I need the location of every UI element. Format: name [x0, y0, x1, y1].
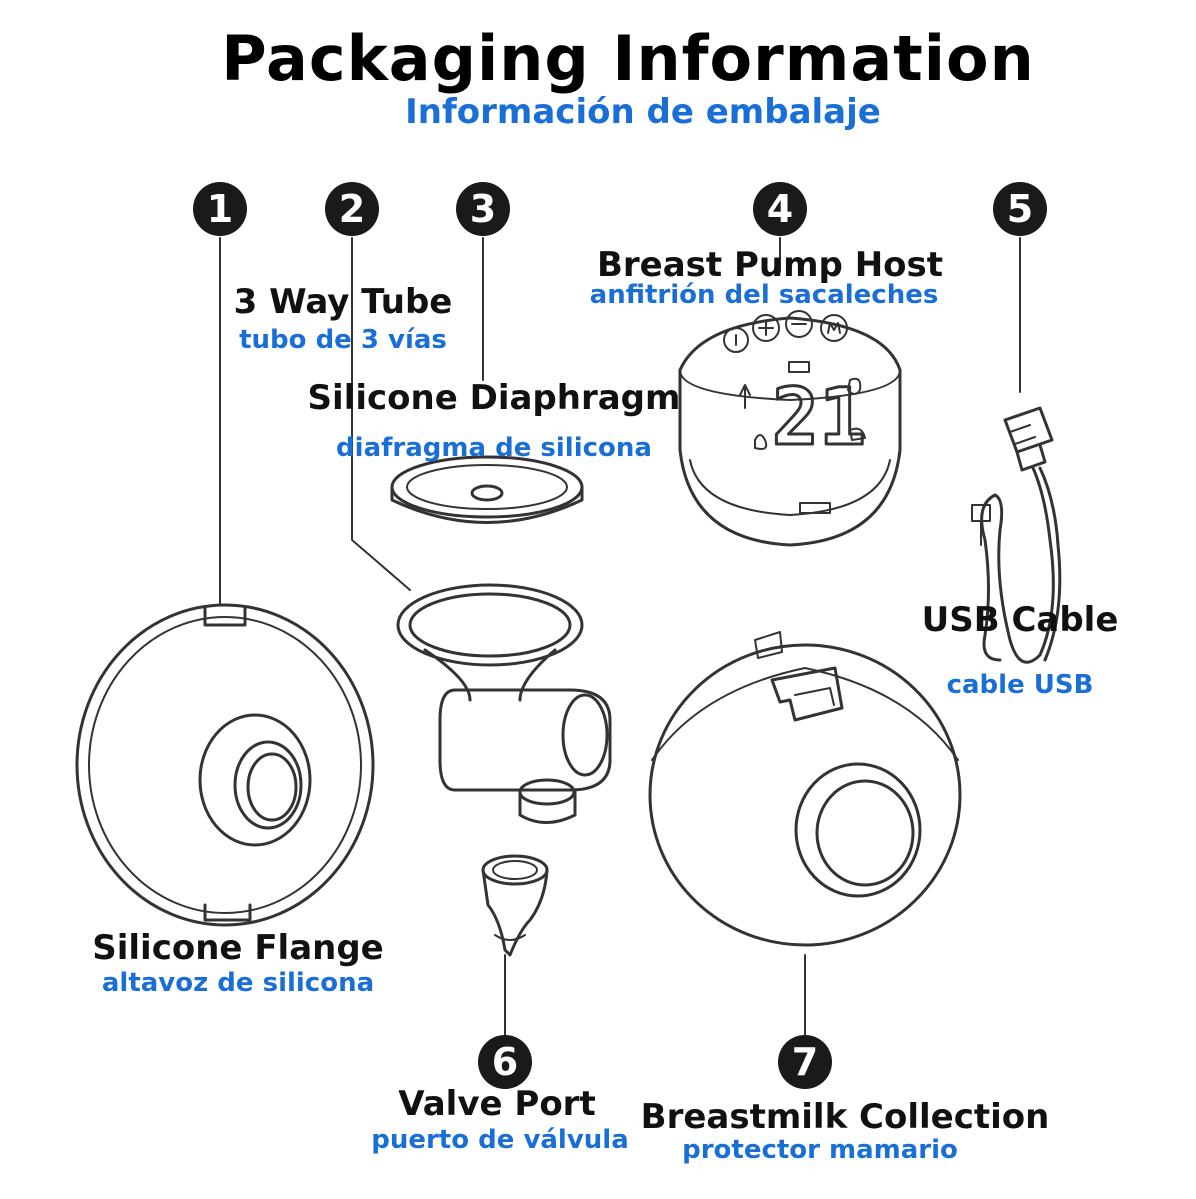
silicone-diaphragm-drawing: [390, 455, 584, 524]
label-breast-pump-host-es: anfitrión del sacaleches: [589, 280, 939, 310]
label-silicone-flange: Silicone Flange: [92, 928, 384, 968]
leader-lines: [219, 237, 1021, 1036]
label-3-way-tube: 3 Way Tube: [233, 282, 453, 322]
part-badge-3: 3: [456, 182, 510, 236]
page-title: Packaging Information: [221, 22, 1035, 95]
label-silicone-diaphragm: Silicone Diaphragm: [307, 378, 681, 418]
part-badge-2: 2: [325, 182, 379, 236]
label-usb-cable: USB Cable: [921, 600, 1119, 640]
label-breastmilk-collection: Breastmilk Collection: [640, 1097, 1050, 1137]
part-badge-6: 6: [478, 1035, 532, 1089]
part-badge-7: 7: [778, 1035, 832, 1089]
label-silicone-diaphragm-es: diafragma de silicona: [336, 433, 652, 463]
label-silicone-flange-es: altavoz de silicona: [101, 968, 375, 998]
label-breast-pump-host: Breast Pump Host: [596, 245, 944, 285]
part-badge-5: 5: [993, 182, 1047, 236]
part-badge-4: 4: [753, 182, 807, 236]
pump-display-reading: 21: [772, 373, 866, 463]
usb-cable-drawing: [971, 406, 1062, 664]
label-valve-port: Valve Port: [398, 1084, 596, 1124]
label-3-way-tube-es: tubo de 3 vías: [239, 325, 447, 355]
part-badge-1: 1: [193, 182, 247, 236]
breastmilk-collection-drawing: [648, 631, 962, 947]
label-usb-cable-es: cable USB: [946, 670, 1094, 700]
three-way-tube-drawing: [396, 583, 612, 824]
valve-port-drawing: [481, 854, 549, 957]
breast-pump-host-drawing: [678, 310, 902, 547]
page-subtitle: Información de embalaje: [405, 92, 881, 132]
silicone-flange-drawing: [75, 603, 375, 927]
label-valve-port-es: puerto de válvula: [371, 1125, 629, 1155]
label-breastmilk-collection-es: protector mamario: [682, 1135, 958, 1165]
